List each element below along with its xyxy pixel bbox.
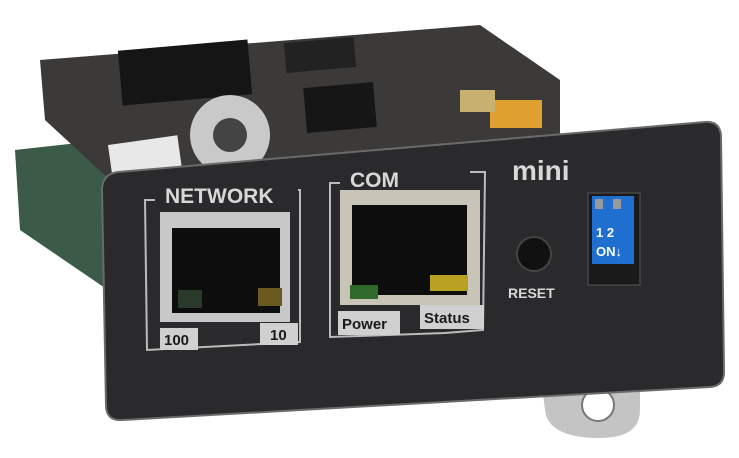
network-label: NETWORK (165, 185, 274, 208)
chip-small (283, 37, 357, 73)
side-circuit-board (15, 140, 108, 290)
capacitor (490, 100, 542, 128)
led-100-label: 100 (164, 332, 189, 349)
led-10-indicator (258, 288, 282, 306)
dip-switch-1[interactable] (595, 199, 603, 209)
network-bracket (143, 189, 301, 352)
dip-numbers-label: 1 2 (596, 225, 614, 240)
dip-switch-2[interactable] (613, 199, 621, 209)
led-10-tag (260, 323, 298, 345)
dip-on-label: ON↓ (596, 244, 622, 259)
crystal (460, 90, 495, 112)
reset-label: RESET (508, 285, 555, 301)
screw-icon (213, 118, 247, 152)
com-label: COM (350, 169, 399, 192)
reset-button[interactable] (516, 236, 552, 272)
com-bracket (329, 171, 487, 339)
led-100-tag (160, 328, 198, 350)
power-led (350, 285, 378, 299)
led-100-indicator (178, 290, 202, 308)
led-10-label: 10 (270, 327, 287, 344)
chip (303, 82, 377, 133)
processor-chip (117, 39, 253, 106)
power-tag (338, 311, 400, 335)
brand-label: mini (512, 155, 570, 186)
status-led (430, 275, 468, 291)
status-tag (420, 305, 484, 329)
power-label: Power (342, 316, 387, 333)
status-label: Status (424, 310, 470, 327)
